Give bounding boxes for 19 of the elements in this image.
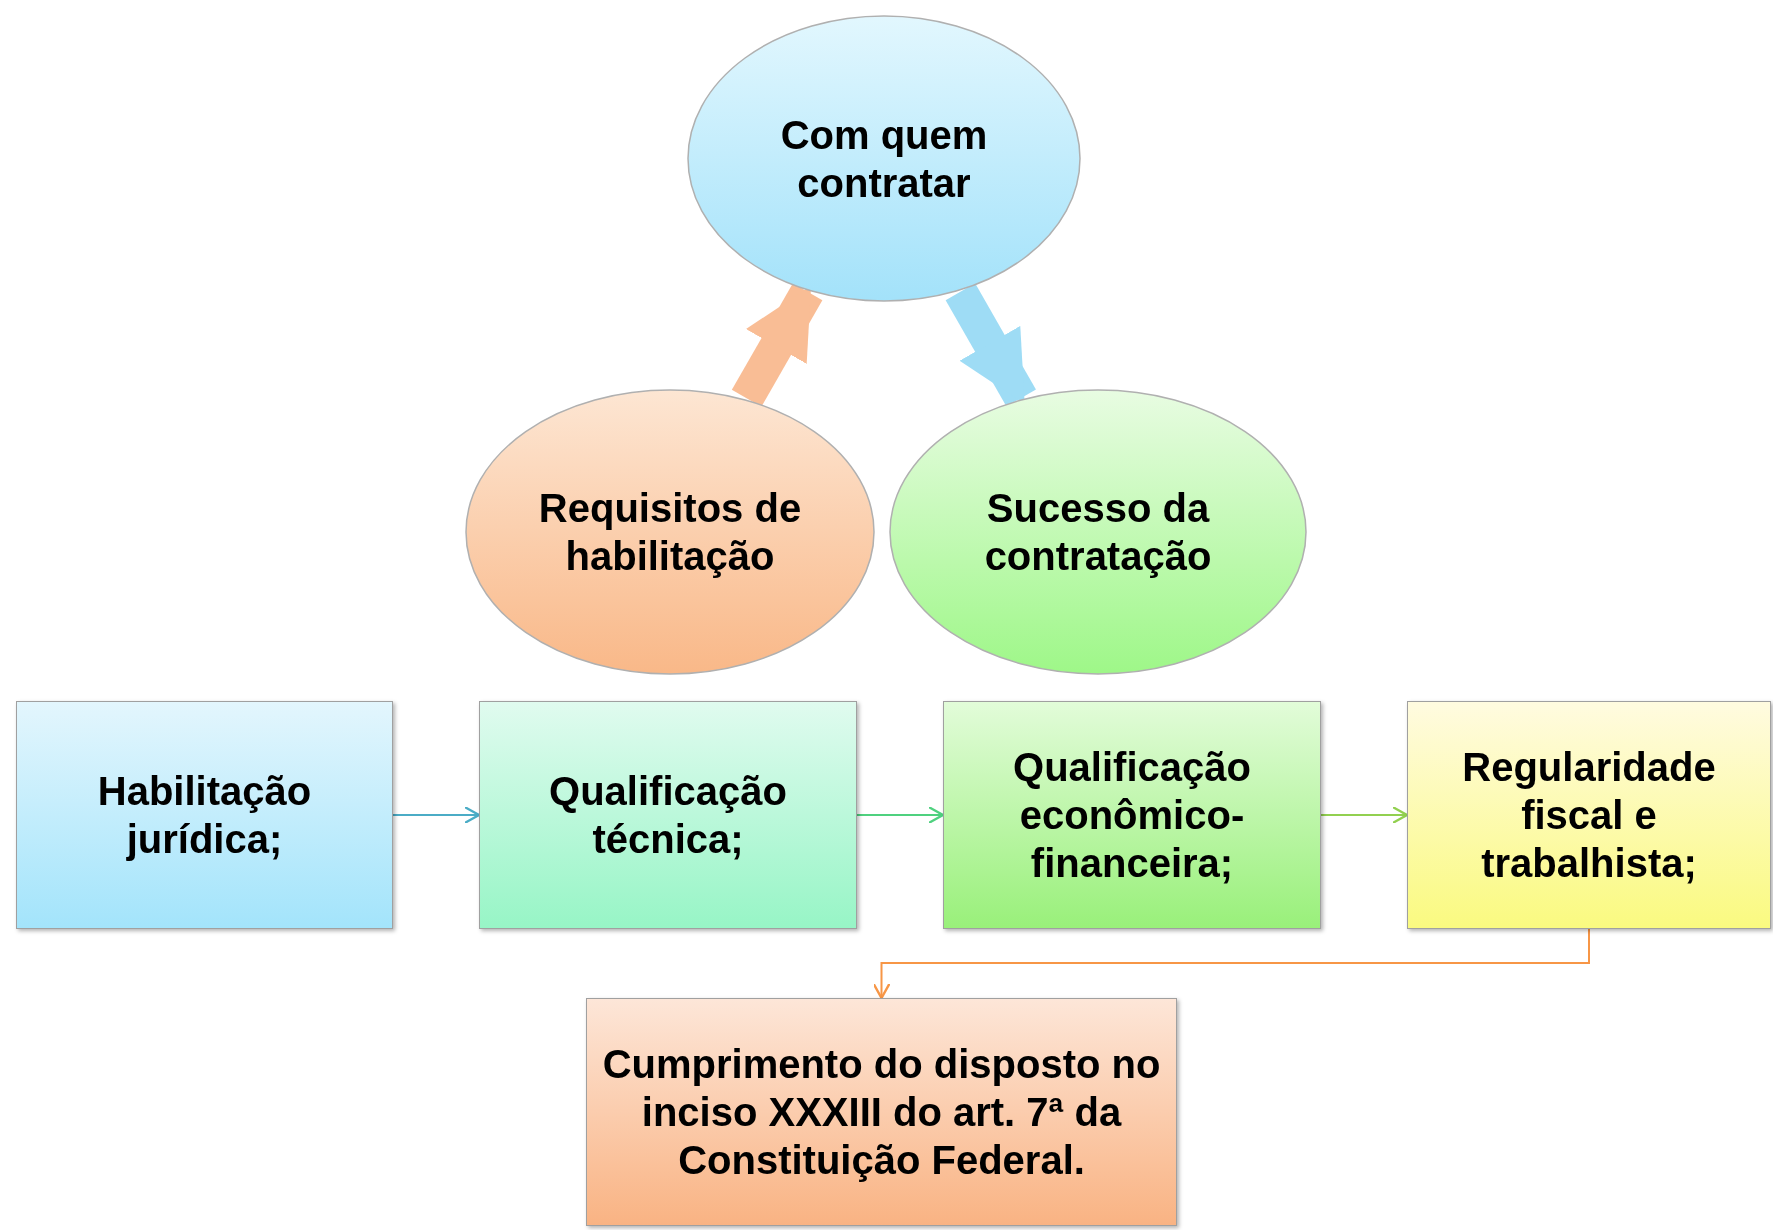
arrow bbox=[392, 805, 481, 825]
node-label: Requisitos de habilitação bbox=[537, 485, 803, 580]
process-box bbox=[1407, 701, 1771, 929]
node-label: Cumprimento do disposto no inciso XXXIII do art. 7ª da Constituição Federal. bbox=[601, 1041, 1162, 1184]
block-arrow bbox=[945, 283, 1036, 407]
node-label: Sucesso da contratação bbox=[983, 485, 1213, 580]
block-arrow bbox=[731, 283, 823, 407]
process-box bbox=[943, 701, 1321, 929]
node-label: Habilitação jurídica; bbox=[96, 768, 313, 863]
process-box bbox=[479, 701, 857, 929]
node-label: Qualificação econômico-financeira; bbox=[1012, 744, 1252, 887]
arrow bbox=[1320, 805, 1409, 825]
node-label: Qualificação técnica; bbox=[548, 768, 788, 863]
arrow bbox=[872, 928, 1590, 1000]
process-box bbox=[586, 998, 1177, 1226]
node-label: Com quem contratar bbox=[779, 111, 989, 207]
arrow bbox=[856, 805, 945, 825]
process-box bbox=[16, 701, 393, 929]
node-label: Regularidade fiscal e trabalhista; bbox=[1461, 744, 1717, 887]
